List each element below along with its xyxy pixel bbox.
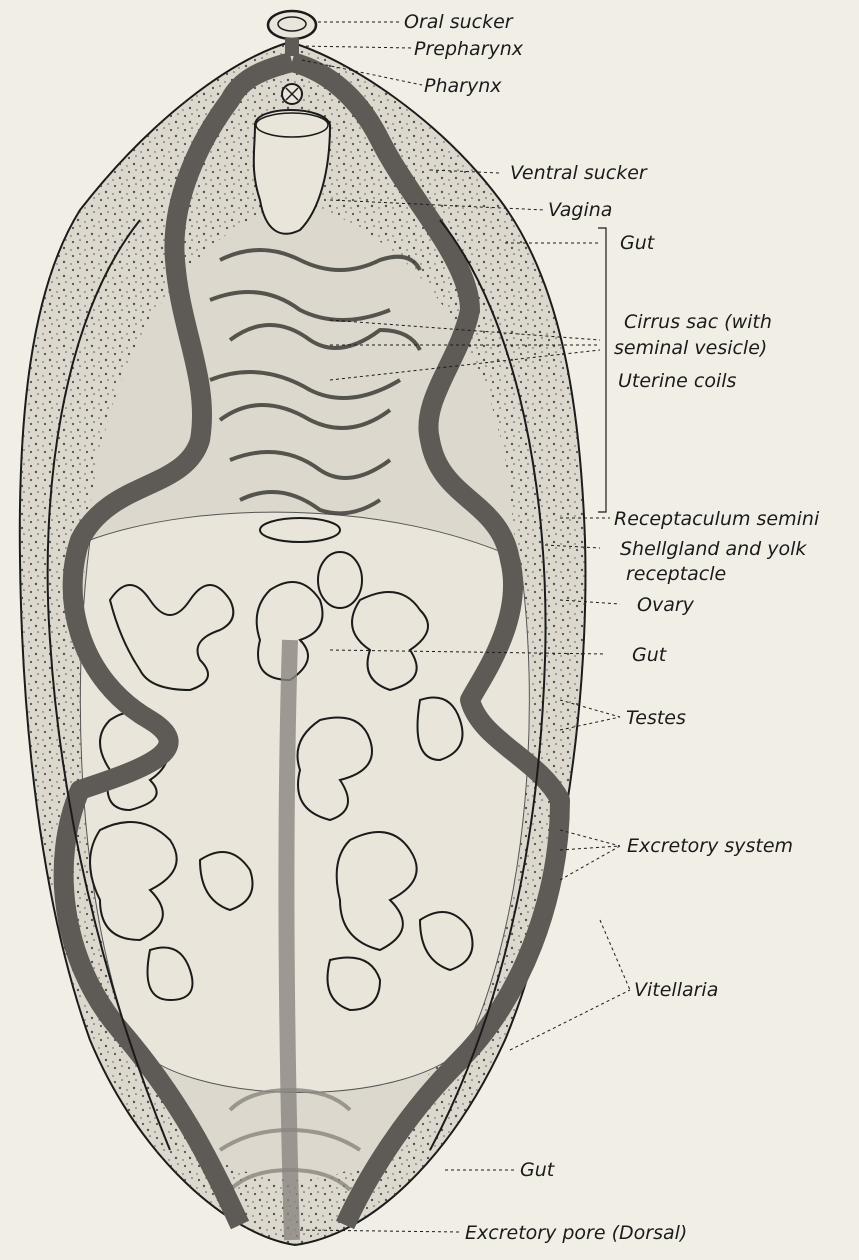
oral-sucker	[268, 11, 316, 39]
label-gut-lower: Gut	[520, 1159, 556, 1181]
label-gut-middle: Gut	[632, 644, 668, 666]
label-ventral-sucker: Ventral sucker	[510, 162, 648, 184]
label-ovary: Ovary	[637, 594, 695, 616]
label-uterine-coils: Uterine coils	[618, 370, 737, 392]
label-excretory-pore: Excretory pore (Dorsal)	[465, 1222, 687, 1244]
label-vagina: Vagina	[548, 199, 612, 221]
label-excretory-system: Excretory system	[627, 835, 793, 857]
testes-region	[80, 512, 529, 1092]
excretory-trunk	[286, 640, 292, 1240]
label-bracket	[598, 228, 606, 512]
label-pharynx: Pharynx	[424, 75, 502, 97]
label-cirrus-sac-line2: seminal vesicle)	[614, 337, 767, 359]
label-shellgland-line2: receptacle	[626, 563, 726, 585]
label-vitellaria: Vitellaria	[634, 979, 718, 1001]
label-testes: Testes	[626, 707, 686, 729]
label-receptaculum: Receptaculum semini	[614, 508, 820, 530]
label-shellgland-line1: Shellgland and yolk	[620, 538, 807, 560]
label-prepharynx: Prepharynx	[414, 38, 524, 60]
label-oral-sucker: Oral sucker	[404, 11, 514, 33]
receptaculum-seminis	[260, 518, 340, 542]
ovary	[318, 552, 362, 608]
prepharynx	[285, 38, 299, 56]
label-cirrus-sac-line1: Cirrus sac (with	[624, 311, 772, 333]
label-gut-upper: Gut	[620, 232, 656, 254]
